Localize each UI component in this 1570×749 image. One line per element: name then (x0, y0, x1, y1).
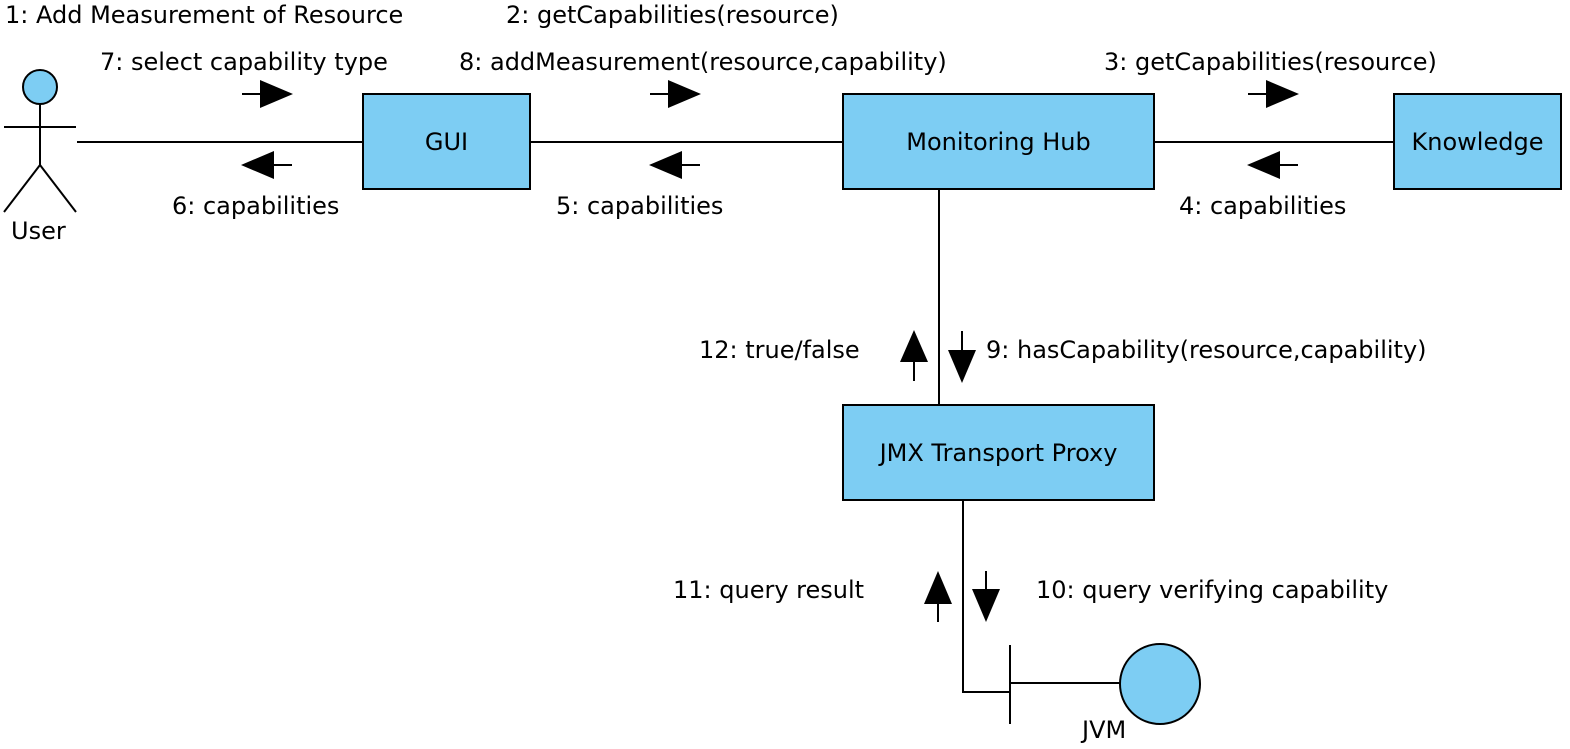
arrow-up-m11 (924, 571, 952, 622)
jmx-transport-proxy-box: JMX Transport Proxy (842, 404, 1155, 501)
message-12-label: 12: true/false (699, 336, 860, 364)
message-8-label: 8: addMeasurement(resource,capability) (459, 48, 947, 76)
arrow-left-m5 (649, 151, 700, 179)
message-1-label: 1: Add Measurement of Resource (5, 1, 404, 29)
message-7-label: 7: select capability type (100, 48, 388, 76)
arrow-right-m3 (1248, 80, 1299, 108)
arrow-up-m12 (900, 330, 928, 381)
message-10-label: 10: query verifying capability (1036, 576, 1389, 604)
arrow-down-m10 (972, 571, 1000, 622)
message-3-label: 3: getCapabilities(resource) (1104, 48, 1437, 76)
arrow-right-m7 (242, 80, 293, 108)
message-5-label: 5: capabilities (556, 192, 724, 220)
message-2-label: 2: getCapabilities(resource) (506, 1, 839, 29)
message-6-label: 6: capabilities (172, 192, 340, 220)
arrow-left-m6 (241, 151, 292, 179)
knowledge-box: Knowledge (1393, 93, 1562, 190)
gui-box: GUI (362, 93, 531, 190)
jvm-node-circle (1119, 643, 1201, 725)
monitoring-hub-box: Monitoring Hub (842, 93, 1155, 190)
arrow-down-m9 (948, 331, 976, 383)
message-11-label: 11: query result (673, 576, 865, 604)
jvm-label: JVM (1082, 716, 1127, 744)
message-9-label: 9: hasCapability(resource,capability) (986, 336, 1427, 364)
arrow-left-m4 (1247, 151, 1298, 179)
link-jmx-jvm (962, 501, 1010, 693)
user-actor-icon (3, 69, 77, 213)
user-label: User (11, 217, 66, 245)
message-4-label: 4: capabilities (1179, 192, 1347, 220)
arrow-right-m8 (650, 80, 701, 108)
